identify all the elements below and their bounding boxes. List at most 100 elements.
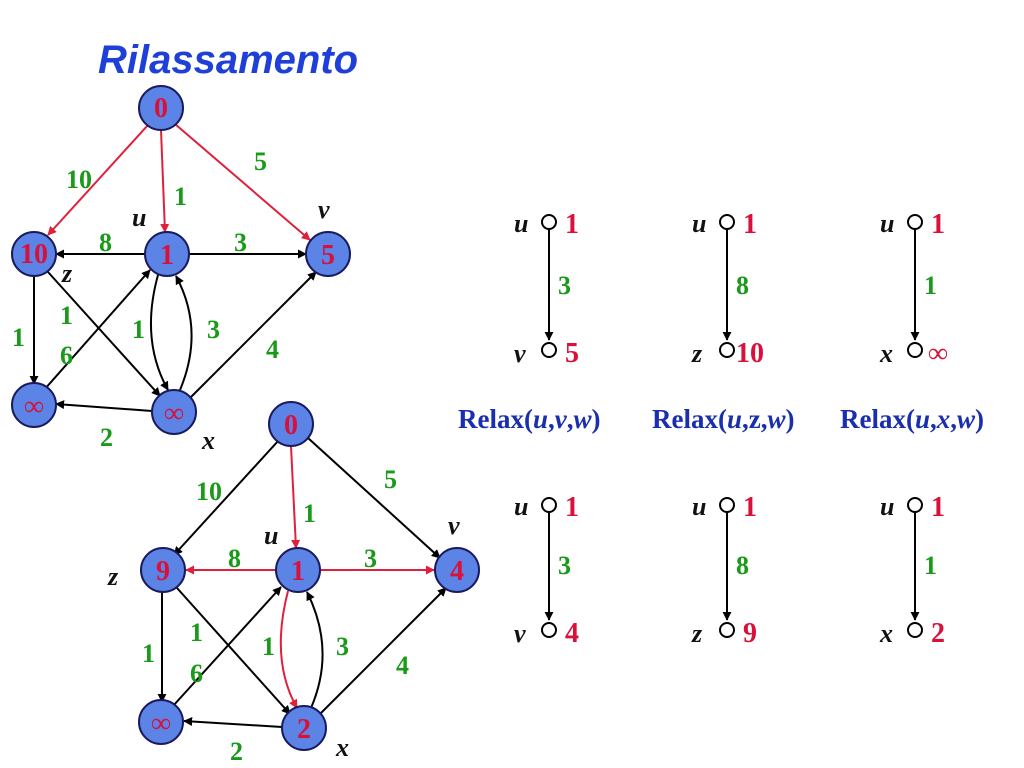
edge-u-x bbox=[279, 590, 298, 709]
node-y: ∞ bbox=[138, 699, 184, 745]
step-to-label: v bbox=[514, 339, 526, 368]
edge-x-u bbox=[306, 591, 324, 709]
graph-before: 10 1 5 8 3 1 3 1 1 6 4 2 0 10 1 5 ∞ bbox=[11, 85, 351, 455]
weight-s-z: 10 bbox=[66, 165, 92, 194]
edge-s-z bbox=[47, 124, 149, 236]
label-u: u bbox=[132, 203, 146, 232]
node-x-value: ∞ bbox=[164, 398, 184, 429]
relax-step-ux: u 1 1 x ∞ Relax(u,x,w) u 1 1 x 2 bbox=[840, 209, 984, 649]
node-x: 2 bbox=[281, 705, 327, 751]
step-from-label: u bbox=[880, 492, 894, 521]
step-to-value: 10 bbox=[736, 338, 764, 369]
weight-x-y: 2 bbox=[100, 423, 113, 452]
edge-x-v bbox=[189, 271, 317, 399]
node-y-value: ∞ bbox=[24, 391, 44, 422]
node-s-value: 0 bbox=[284, 410, 298, 441]
weight-z-x: 1 bbox=[60, 301, 73, 330]
step-from-label: u bbox=[514, 492, 528, 521]
node-z-value: 9 bbox=[156, 556, 170, 587]
label-v: v bbox=[448, 511, 460, 540]
weight-z-y: 1 bbox=[12, 323, 25, 352]
step-weight: 3 bbox=[558, 551, 571, 580]
step-weight: 8 bbox=[736, 551, 749, 580]
weight-s-v: 5 bbox=[384, 465, 397, 494]
relax-call-uz: Relax(u,z,w) bbox=[652, 404, 795, 434]
relax-step-uv: u 1 3 v 5 Relax(u,v,w) u 1 3 v 4 bbox=[458, 209, 601, 649]
node-u: 1 bbox=[144, 231, 190, 277]
node-y-value: ∞ bbox=[151, 708, 171, 739]
node-s: 0 bbox=[268, 401, 314, 447]
step-from-value: 1 bbox=[931, 492, 945, 523]
weight-x-u: 3 bbox=[336, 632, 349, 661]
step-to-value: 9 bbox=[743, 618, 757, 649]
relax-before-uv: u 1 3 v 5 bbox=[514, 209, 579, 369]
weight-y-u: 6 bbox=[190, 659, 203, 688]
step-from-value: 1 bbox=[565, 492, 579, 523]
node-s-value: 0 bbox=[154, 93, 168, 124]
weight-x-v: 4 bbox=[396, 651, 409, 680]
label-z: z bbox=[61, 259, 73, 288]
weight-x-u: 3 bbox=[207, 315, 220, 344]
node-u-value: 1 bbox=[291, 556, 305, 587]
weight-u-v: 3 bbox=[234, 228, 247, 257]
edge-x-u bbox=[175, 275, 193, 391]
step-weight: 1 bbox=[924, 551, 937, 580]
step-weight: 3 bbox=[558, 271, 571, 300]
label-v: v bbox=[318, 195, 330, 224]
weight-u-x: 1 bbox=[262, 632, 275, 661]
step-to-value: ∞ bbox=[928, 338, 948, 369]
edge-x-y bbox=[55, 400, 153, 412]
edge-s-u bbox=[290, 445, 301, 549]
edge-u-x bbox=[149, 274, 169, 391]
edge-y-u bbox=[43, 269, 151, 391]
weight-s-u: 1 bbox=[174, 182, 187, 211]
weight-s-u: 1 bbox=[303, 499, 316, 528]
edge-s-u bbox=[160, 129, 170, 233]
node-y: ∞ bbox=[11, 382, 57, 428]
weight-z-y: 1 bbox=[142, 639, 155, 668]
step-from-label: u bbox=[514, 209, 528, 238]
edge-x-y bbox=[183, 717, 283, 728]
node-x-value: 2 bbox=[297, 714, 311, 745]
step-to-label: z bbox=[691, 619, 703, 648]
relax-after-uz: u 1 8 z 9 bbox=[691, 492, 757, 649]
node-v-value: 5 bbox=[321, 240, 335, 271]
node-u-value: 1 bbox=[160, 240, 174, 271]
node-v: 4 bbox=[434, 547, 480, 593]
step-to-value: 2 bbox=[931, 618, 945, 649]
step-from-label: u bbox=[692, 492, 706, 521]
label-x: x bbox=[201, 426, 215, 455]
node-s: 0 bbox=[138, 85, 184, 131]
step-to-label: x bbox=[879, 619, 893, 648]
step-to-value: 5 bbox=[565, 338, 579, 369]
relax-after-uv: u 1 3 v 4 bbox=[514, 492, 579, 649]
edge-z-x bbox=[47, 271, 161, 397]
step-weight: 1 bbox=[924, 271, 937, 300]
relax-after-ux: u 1 1 x 2 bbox=[879, 492, 945, 649]
node-u: 1 bbox=[275, 547, 321, 593]
weight-s-z: 10 bbox=[196, 477, 222, 506]
node-v: 5 bbox=[305, 231, 351, 277]
step-from-label: u bbox=[692, 209, 706, 238]
node-v-value: 4 bbox=[450, 556, 464, 587]
weight-x-v: 4 bbox=[266, 335, 279, 364]
label-x: x bbox=[335, 733, 349, 762]
weight-u-z: 8 bbox=[99, 228, 112, 257]
step-from-label: u bbox=[880, 209, 894, 238]
edge-z-x bbox=[176, 587, 291, 715]
step-to-label: z bbox=[691, 339, 703, 368]
node-z: 9 bbox=[140, 547, 186, 593]
step-to-value: 4 bbox=[565, 618, 579, 649]
step-from-value: 1 bbox=[743, 492, 757, 523]
edge-y-u bbox=[172, 586, 282, 707]
step-weight: 8 bbox=[736, 271, 749, 300]
relax-before-uz: u 1 8 z 10 bbox=[691, 209, 764, 369]
step-to-label: x bbox=[879, 339, 893, 368]
label-z: z bbox=[107, 562, 119, 591]
weight-u-v: 3 bbox=[364, 544, 377, 573]
weight-x-y: 2 bbox=[230, 737, 243, 766]
weight-z-x: 1 bbox=[190, 618, 203, 647]
relax-step-uz: u 1 8 z 10 Relax(u,z,w) u 1 8 z 9 bbox=[652, 209, 795, 649]
weight-s-v: 5 bbox=[254, 147, 267, 176]
